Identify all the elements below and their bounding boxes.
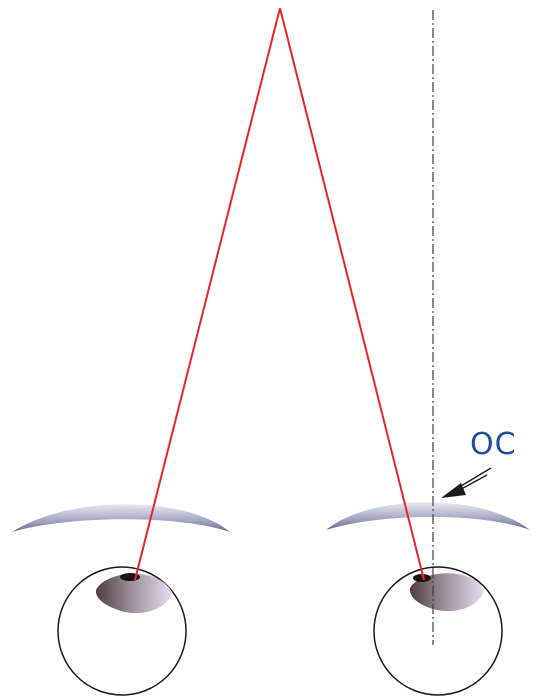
right-cornea-lens	[326, 502, 530, 530]
oc-label: OC	[470, 427, 517, 462]
left-line-of-sight	[135, 8, 280, 580]
left-cornea-lens	[12, 504, 230, 532]
right-line-of-sight	[280, 8, 424, 580]
right-eye	[326, 502, 530, 695]
oc-pointer-arrow	[441, 468, 491, 498]
left-eye	[12, 504, 230, 695]
